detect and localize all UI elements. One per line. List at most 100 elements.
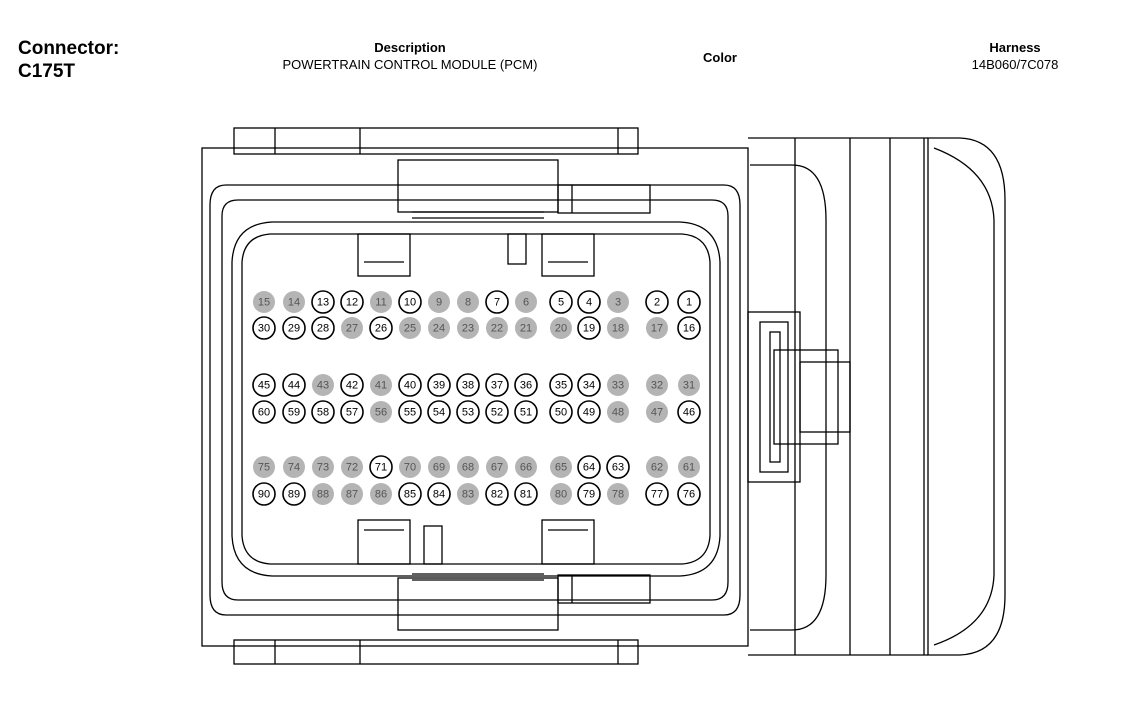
pin-label: 32 [651, 380, 663, 392]
pin-circle [311, 400, 335, 424]
pin-36: 36 [514, 373, 538, 397]
pin-circle [312, 483, 334, 505]
pin-20: 20 [550, 317, 572, 339]
pin-label: 87 [346, 489, 358, 501]
pin-29: 29 [282, 316, 306, 340]
pin-circle [577, 373, 601, 397]
pin-43: 43 [312, 374, 334, 396]
pin-circle [515, 317, 537, 339]
pin-circle [550, 456, 572, 478]
pin-54: 54 [427, 400, 451, 424]
pin-circle [485, 400, 509, 424]
pin-33: 33 [607, 374, 629, 396]
pin-63: 63 [606, 455, 630, 479]
pin-circle [514, 373, 538, 397]
pin-circle [340, 400, 364, 424]
pin-circle [577, 482, 601, 506]
pin-label: 59 [288, 407, 300, 419]
pin-19: 19 [577, 316, 601, 340]
pin-circle [677, 400, 701, 424]
pin-13: 13 [311, 290, 335, 314]
pin-label: 49 [583, 407, 595, 419]
pin-label: 71 [375, 462, 387, 474]
pin-label: 39 [433, 380, 445, 392]
pin-circle [252, 316, 276, 340]
pin-circle [646, 401, 668, 423]
pin-label: 38 [462, 380, 474, 392]
pin-label: 57 [346, 407, 358, 419]
connector-housing [201, 127, 1006, 665]
pin-84: 84 [427, 482, 451, 506]
pin-label: 90 [258, 489, 270, 501]
description-title: Description [374, 40, 446, 55]
pin-circle [370, 291, 392, 313]
pin-circle [607, 374, 629, 396]
pin-circle [607, 401, 629, 423]
pin-circle [398, 290, 422, 314]
pin-53: 53 [456, 400, 480, 424]
pin-17: 17 [646, 317, 668, 339]
pin-6: 6 [515, 291, 537, 313]
pin-37: 37 [485, 373, 509, 397]
pin-circle [645, 290, 669, 314]
pin-circle [550, 483, 572, 505]
pin-circle [457, 291, 479, 313]
pin-57: 57 [340, 400, 364, 424]
pin-62: 62 [646, 456, 668, 478]
pin-7: 7 [485, 290, 509, 314]
pin-circle [678, 374, 700, 396]
pin-circle [486, 456, 508, 478]
pin-label: 75 [258, 462, 270, 474]
pin-circle [645, 482, 669, 506]
pin-85: 85 [398, 482, 422, 506]
pin-39: 39 [427, 373, 451, 397]
pin-9: 9 [428, 291, 450, 313]
pin-12: 12 [340, 290, 364, 314]
pin-48: 48 [607, 401, 629, 423]
pin-label: 52 [491, 407, 503, 419]
pin-circle [485, 482, 509, 506]
pin-51: 51 [514, 400, 538, 424]
pin-52: 52 [485, 400, 509, 424]
pin-60: 60 [252, 400, 276, 424]
pin-label: 18 [612, 323, 624, 335]
pin-circle [427, 400, 451, 424]
pin-circle [485, 290, 509, 314]
pin-5: 5 [549, 290, 573, 314]
pin-label: 46 [683, 407, 695, 419]
pin-label: 82 [491, 489, 503, 501]
pin-label: 3 [615, 297, 621, 309]
pin-label: 36 [520, 380, 532, 392]
pin-label: 79 [583, 489, 595, 501]
pin-69: 69 [428, 456, 450, 478]
pin-21: 21 [515, 317, 537, 339]
pin-label: 7 [494, 297, 500, 309]
pin-67: 67 [486, 456, 508, 478]
pin-label: 13 [317, 297, 329, 309]
pin-circle [456, 373, 480, 397]
pin-label: 31 [683, 380, 695, 392]
pin-34: 34 [577, 373, 601, 397]
connector-id: C175T [18, 61, 76, 82]
pin-circle [398, 400, 422, 424]
description-value: POWERTRAIN CONTROL MODULE (PCM) [282, 57, 538, 72]
harness-value: 14B060/7C078 [971, 57, 1059, 72]
pin-label: 6 [523, 297, 529, 309]
pin-50: 50 [549, 400, 573, 424]
pin-55: 55 [398, 400, 422, 424]
pin-circle [283, 456, 305, 478]
pin-label: 60 [258, 407, 270, 419]
pin-circle [428, 317, 450, 339]
pin-label: 69 [433, 462, 445, 474]
pin-label: 9 [436, 297, 442, 309]
pin-label: 30 [258, 323, 270, 335]
pin-label: 25 [404, 323, 416, 335]
pin-label: 21 [520, 323, 532, 335]
pin-label: 28 [317, 323, 329, 335]
pin-circle [253, 291, 275, 313]
pin-23: 23 [457, 317, 479, 339]
pin-circle [312, 374, 334, 396]
pin-44: 44 [282, 373, 306, 397]
